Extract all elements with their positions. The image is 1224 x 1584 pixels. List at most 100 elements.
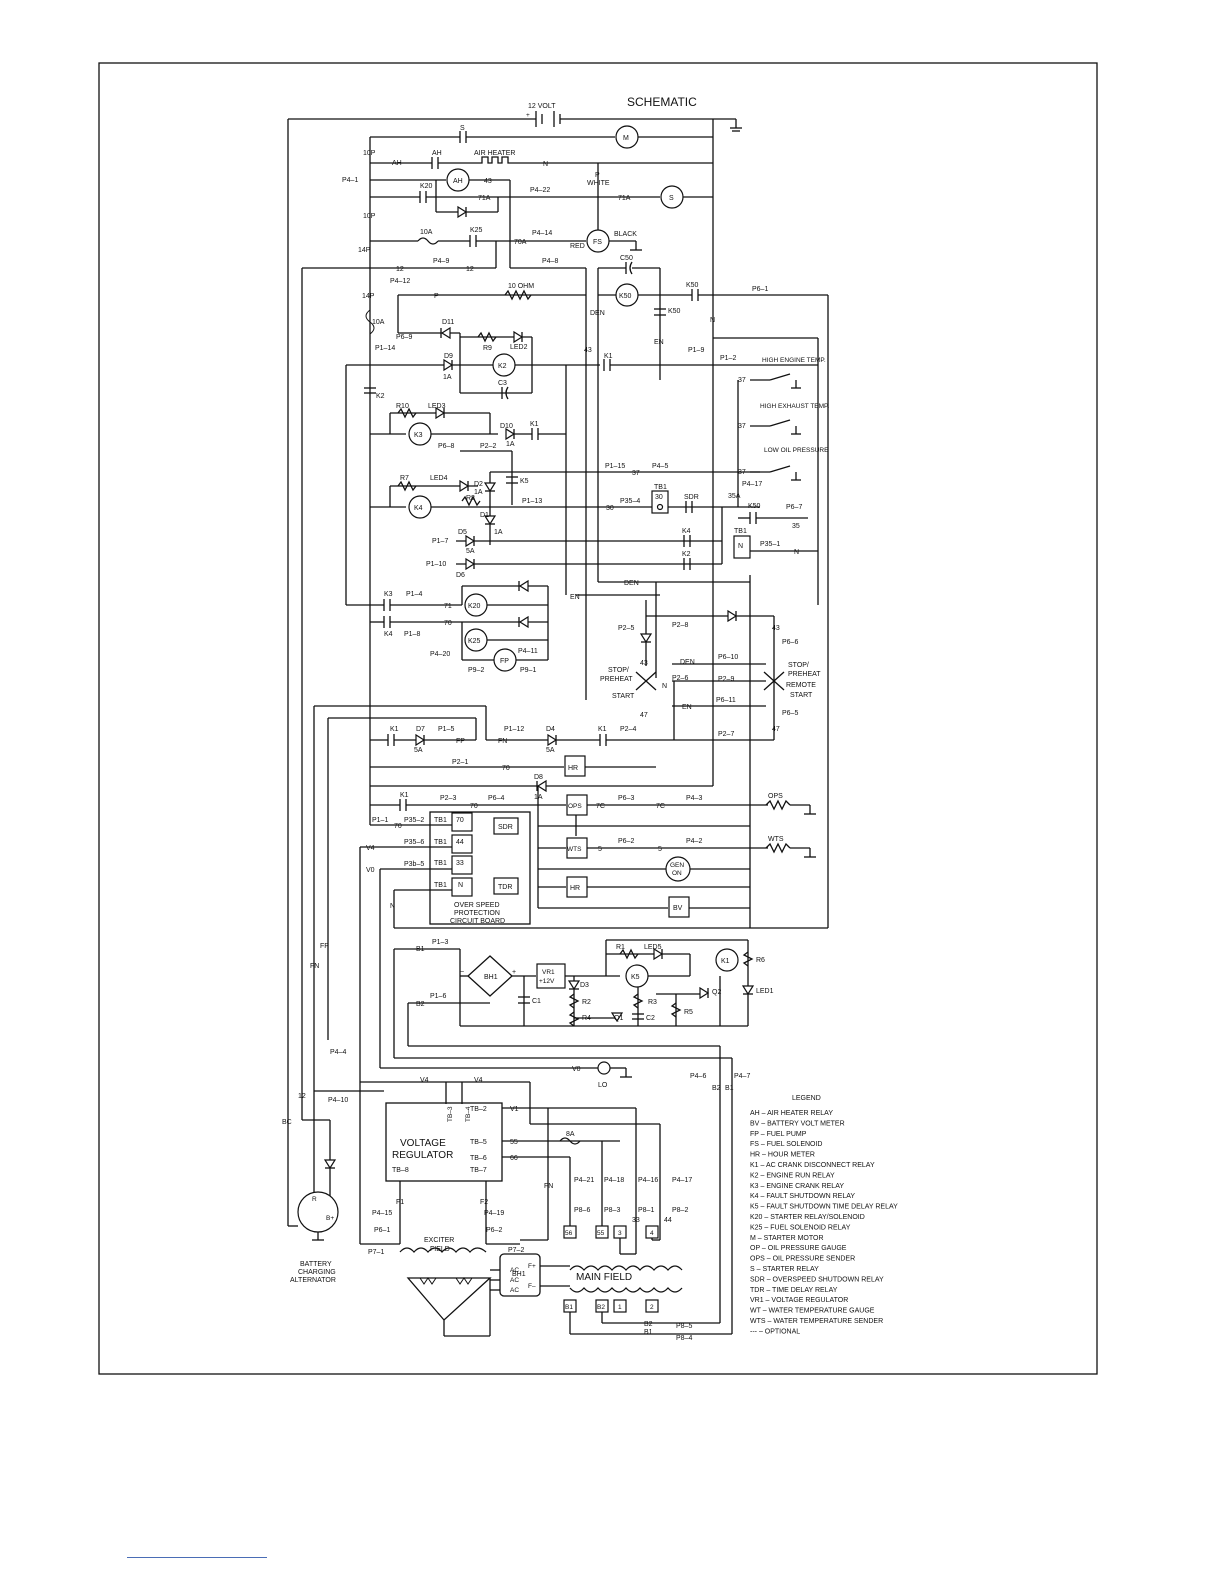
svg-text:P4–9: P4–9 <box>433 258 449 265</box>
svg-text:K50: K50 <box>619 293 632 300</box>
svg-text:D3: D3 <box>580 982 589 989</box>
svg-text:44: 44 <box>664 1217 672 1224</box>
voltage-regulator-block <box>385 1102 503 1182</box>
svg-text:SDR: SDR <box>498 824 513 831</box>
time-delay-relay-TDR <box>493 877 519 895</box>
svg-text:P8–4: P8–4 <box>676 1335 692 1342</box>
svg-text:P6–3: P6–3 <box>618 795 634 802</box>
gen-on-lamp <box>665 856 691 882</box>
svg-text:R2: R2 <box>582 999 591 1006</box>
svg-text:B1: B1 <box>416 946 425 953</box>
svg-text:−: − <box>460 969 464 976</box>
svg-text:3: 3 <box>618 1230 622 1237</box>
svg-text:12: 12 <box>466 266 474 273</box>
drawing-frame <box>98 62 1098 1375</box>
svg-text:P8–1: P8–1 <box>638 1207 654 1214</box>
svg-text:P1–9: P1–9 <box>688 347 704 354</box>
overspeed-relay-SDR <box>493 817 519 835</box>
svg-text:P4–19: P4–19 <box>484 1210 504 1217</box>
svg-text:30: 30 <box>655 494 663 501</box>
legend-item: --- – OPTIONAL <box>750 1328 800 1335</box>
battery-volt-meter-BV <box>668 896 690 918</box>
svg-text:P1–12: P1–12 <box>504 726 524 733</box>
svg-text:37: 37 <box>738 377 746 384</box>
svg-text:K4: K4 <box>384 631 393 638</box>
svg-text:D1: D1 <box>480 512 489 519</box>
svg-text:P1–1: P1–1 <box>372 817 388 824</box>
svg-text:P9–2: P9–2 <box>468 667 484 674</box>
svg-text:R6: R6 <box>756 957 765 964</box>
svg-text:LED3: LED3 <box>428 403 446 410</box>
svg-text:43: 43 <box>584 347 592 354</box>
legend-item: OPS – OIL PRESSURE SENDER <box>750 1256 855 1263</box>
svg-text:TB1: TB1 <box>654 484 667 491</box>
engine-run-relay-K2 <box>492 353 516 377</box>
svg-text:B+: B+ <box>326 1215 334 1222</box>
crank-disconnect-relay-K1 <box>715 948 739 972</box>
svg-text:43: 43 <box>772 625 780 632</box>
svg-text:P1–2: P1–2 <box>720 355 736 362</box>
svg-text:FS: FS <box>593 239 602 246</box>
svg-text:10P: 10P <box>363 150 376 157</box>
svg-text:37: 37 <box>738 423 746 430</box>
svg-text:1A: 1A <box>494 529 503 536</box>
svg-text:35A: 35A <box>728 493 741 500</box>
svg-text:P4–17: P4–17 <box>672 1177 692 1184</box>
svg-text:LED1: LED1 <box>756 988 774 995</box>
svg-text:44: 44 <box>456 839 464 846</box>
svg-text:V0: V0 <box>572 1066 581 1073</box>
svg-text:4: 4 <box>650 1230 654 1237</box>
svg-text:FN: FN <box>498 738 507 745</box>
svg-text:LED5: LED5 <box>644 944 662 951</box>
svg-text:47: 47 <box>640 712 648 719</box>
svg-text:REGULATOR: REGULATOR <box>392 1150 453 1161</box>
svg-text:N: N <box>390 903 395 910</box>
svg-text:N: N <box>543 161 548 168</box>
svg-text:B1: B1 <box>725 1085 734 1092</box>
svg-text:K2: K2 <box>376 393 385 400</box>
svg-text:P6–11: P6–11 <box>716 697 736 704</box>
svg-text:BV: BV <box>673 905 683 912</box>
svg-text:LED4: LED4 <box>430 475 448 482</box>
svg-text:30: 30 <box>606 505 614 512</box>
svg-text:P1–7: P1–7 <box>432 538 448 545</box>
legend-item: K25 – FUEL SOLENOID RELAY <box>750 1224 851 1231</box>
svg-text:K25: K25 <box>470 227 483 234</box>
low-oil-pressure-label: LOW OIL PRESSURE <box>764 447 829 454</box>
svg-text:FP: FP <box>320 943 329 950</box>
svg-text:14P: 14P <box>362 293 375 300</box>
svg-text:P8–2: P8–2 <box>672 1207 688 1214</box>
svg-text:37: 37 <box>738 469 746 476</box>
svg-text:TB–7: TB–7 <box>470 1167 487 1174</box>
svg-text:P4–18: P4–18 <box>604 1177 624 1184</box>
svg-text:V4: V4 <box>474 1077 483 1084</box>
svg-text:HR: HR <box>568 765 578 772</box>
svg-text:R10: R10 <box>396 403 409 410</box>
svg-text:2: 2 <box>650 1304 654 1311</box>
svg-text:S: S <box>669 195 674 202</box>
svg-text:5: 5 <box>658 846 662 853</box>
legend-item: AH – AIR HEATER RELAY <box>750 1110 833 1117</box>
hour-meter-HR <box>564 755 586 777</box>
legend-item: VR1 – VOLTAGE REGULATOR <box>750 1297 848 1304</box>
svg-text:VR1: VR1 <box>542 969 555 976</box>
legend-item: K3 – ENGINE CRANK RELAY <box>750 1183 844 1190</box>
svg-text:C1: C1 <box>532 998 541 1005</box>
svg-text:FP: FP <box>500 658 509 665</box>
svg-text:BH1: BH1 <box>484 974 498 981</box>
svg-text:R1: R1 <box>616 944 625 951</box>
svg-text:P3b–5: P3b–5 <box>404 861 424 868</box>
svg-text:P1–14: P1–14 <box>375 345 395 352</box>
svg-text:N: N <box>458 882 463 889</box>
svg-text:F+: F+ <box>528 1263 536 1270</box>
svg-text:P6–2: P6–2 <box>618 838 634 845</box>
legend-item: BV – BATTERY VOLT METER <box>750 1120 845 1127</box>
svg-text:PREHEAT: PREHEAT <box>600 676 633 683</box>
svg-text:P6–6: P6–6 <box>782 639 798 646</box>
svg-text:8A: 8A <box>566 1131 575 1138</box>
legend-item: HR – HOUR METER <box>750 1152 815 1159</box>
svg-text:K25: K25 <box>468 638 481 645</box>
svg-text:70A: 70A <box>514 239 527 246</box>
svg-text:P1–3: P1–3 <box>432 939 448 946</box>
svg-text:P4–5: P4–5 <box>652 463 668 470</box>
